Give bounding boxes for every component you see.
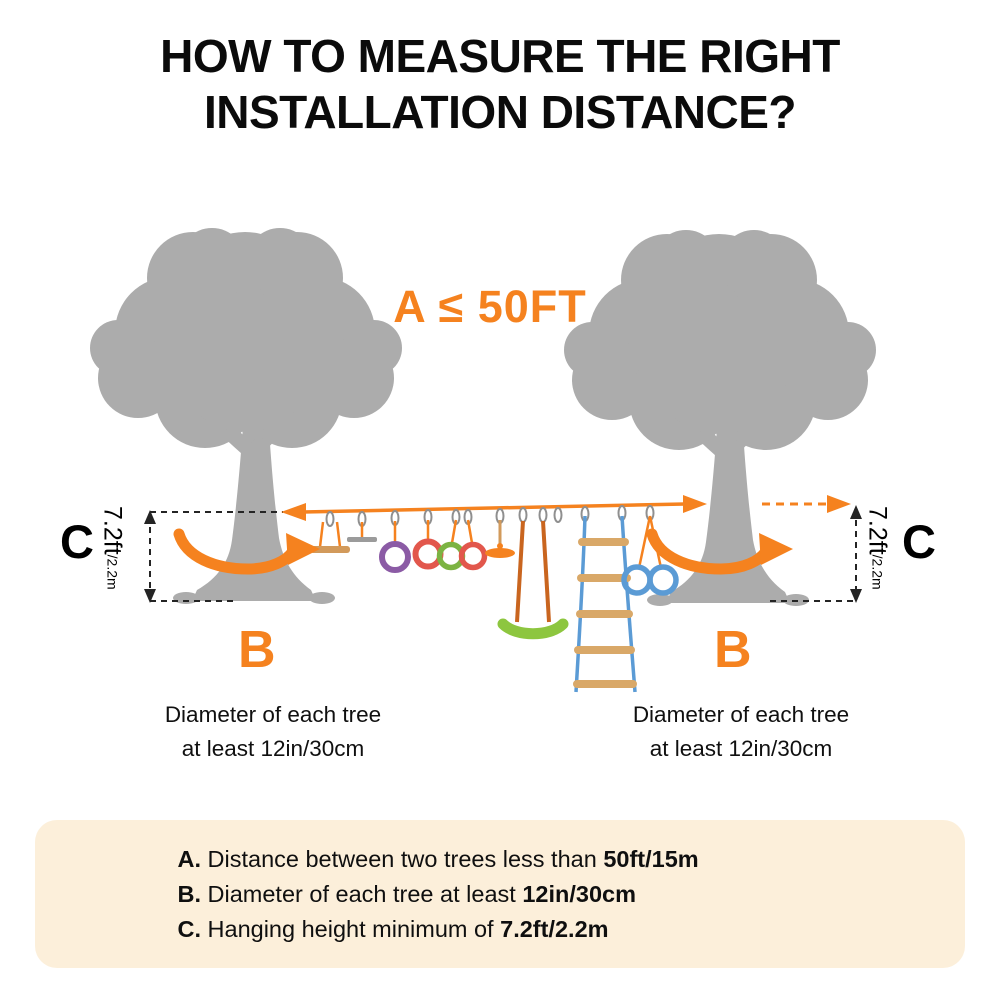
height-label-right: 7.2ft/2.2m bbox=[863, 506, 892, 590]
legend-value: 7.2ft/2.2m bbox=[500, 915, 609, 942]
legend-value: 50ft/15m bbox=[603, 845, 699, 872]
legend-letter: C. bbox=[177, 915, 202, 942]
c-label-right: C bbox=[902, 515, 936, 568]
ring-purple-icon bbox=[379, 521, 411, 573]
rope-ladder-icon bbox=[573, 515, 637, 693]
b-label-left: B bbox=[238, 621, 276, 679]
c-label-left: C bbox=[60, 515, 94, 568]
ring-pair-icon bbox=[436, 519, 488, 571]
legend-letter: A. bbox=[177, 845, 202, 872]
height-bracket-left bbox=[144, 510, 283, 603]
height-label-left: 7.2ft/2.2m bbox=[98, 506, 127, 590]
handle-bar-icon bbox=[347, 522, 377, 542]
height-value-metric: /2.2m bbox=[869, 554, 886, 590]
height-value-metric: /2.2m bbox=[104, 554, 121, 590]
legend-panel: A. Distance between two trees less than … bbox=[35, 820, 965, 968]
height-bracket-right bbox=[762, 495, 862, 603]
legend-item-c: C. Hanging height minimum of 7.2ft/2.2m bbox=[178, 916, 823, 943]
legend-text: Hanging height minimum of bbox=[201, 915, 501, 942]
spinner-disc-icon bbox=[485, 520, 515, 558]
height-value: 7.2ft bbox=[98, 506, 127, 555]
legend-text: Distance between two trees less than bbox=[201, 845, 604, 872]
legend-value: 12in/30cm bbox=[522, 880, 636, 907]
tree-caption-left: Diameter of each tree at least 12in/30cm bbox=[164, 702, 382, 761]
trapeze-bar-icon bbox=[310, 521, 350, 553]
tree-caption-right: Diameter of each tree at least 12in/30cm bbox=[632, 702, 850, 761]
distance-arrow-line bbox=[281, 495, 707, 521]
legend-item-a: A. Distance between two trees less than … bbox=[178, 846, 823, 873]
distance-a-label: A ≤ 50FT bbox=[393, 281, 587, 332]
b-label-right: B bbox=[714, 621, 752, 679]
page-title: HOW TO MEASURE THE RIGHT INSTALLATION DI… bbox=[160, 30, 840, 139]
legend-text: Diameter of each tree at least bbox=[201, 880, 523, 907]
swing-seat-icon bbox=[497, 520, 569, 640]
legend-item-b: B. Diameter of each tree at least 12in/3… bbox=[178, 881, 823, 908]
legend-letter: B. bbox=[177, 880, 202, 907]
ring-red-icon bbox=[412, 520, 444, 570]
height-value: 7.2ft bbox=[863, 506, 892, 555]
hanging-obstacles bbox=[310, 505, 679, 693]
